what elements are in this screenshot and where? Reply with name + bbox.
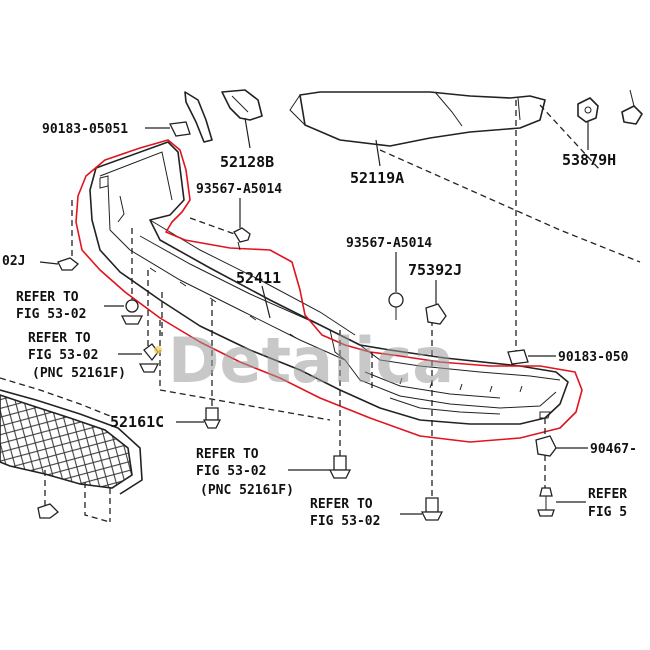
clip-90183-top-icon [169, 121, 191, 137]
clip-75392J-icon [425, 303, 447, 325]
clip-refer3-icon [328, 455, 352, 479]
refer2-line1: REFER TO [28, 331, 91, 346]
refer2-line2: FIG 53-02 [28, 348, 98, 363]
bracket-90467-icon [535, 435, 557, 457]
under-cover-52119A [289, 91, 546, 147]
refer1-line2: FIG 53-02 [16, 307, 86, 322]
screw-93567-mid-icon [388, 292, 404, 320]
refer4-line1: REFER TO [310, 497, 373, 512]
clip-52161C-icon [202, 407, 222, 429]
refer5-line2: FIG 5 [588, 505, 627, 520]
label-53879H: 53879H [562, 151, 616, 169]
bolt-refer5-icon [537, 487, 555, 517]
label-02J: 02J [2, 254, 25, 269]
fasteners [37, 121, 557, 521]
clip-02J-icon [57, 257, 79, 271]
label-93567-mid: 93567-A5014 [346, 236, 432, 251]
bracket-52128B [184, 89, 263, 143]
refer3-line1: REFER TO [196, 447, 259, 462]
bumper-highlight-outline [75, 139, 583, 443]
label-52161C: 52161C [110, 413, 164, 431]
refer3-line3: (PNC 52161F) [200, 483, 294, 498]
label-90467: 90467- [590, 442, 637, 457]
clip-grille-icon [37, 503, 59, 519]
leader-lines [39, 117, 589, 515]
refer4-line2: FIG 53-02 [310, 514, 380, 529]
watermark: Detalica [168, 324, 454, 397]
grille-mesh [0, 389, 143, 495]
yellow-marker-icon [154, 346, 162, 354]
refer3-line2: FIG 53-02 [196, 464, 266, 479]
label-90183-top: 90183-05051 [42, 122, 128, 137]
label-75392J: 75392J [408, 261, 462, 279]
bumper-52411 [89, 141, 569, 425]
refer2-line3: (PNC 52161F) [32, 366, 126, 381]
label-52128B: 52128B [220, 153, 274, 171]
refer5-line1: REFER [588, 487, 627, 502]
reference-lines [0, 100, 641, 523]
clip-refer1-icon [120, 299, 144, 325]
clip-refer4-icon [420, 497, 444, 521]
screw-93567-left-icon [233, 227, 251, 251]
refer1-line1: REFER TO [16, 290, 79, 305]
label-52119A: 52119A [350, 169, 404, 187]
clip-53879H [577, 89, 643, 125]
label-93567-left: 93567-A5014 [196, 182, 282, 197]
clip-90183-right-icon [507, 349, 529, 365]
part-labels: 90183-05051 52128B 52119A 53879H 93567-A… [2, 122, 637, 529]
label-90183-right: 90183-050 [558, 350, 629, 365]
label-52411: 52411 [236, 269, 281, 287]
